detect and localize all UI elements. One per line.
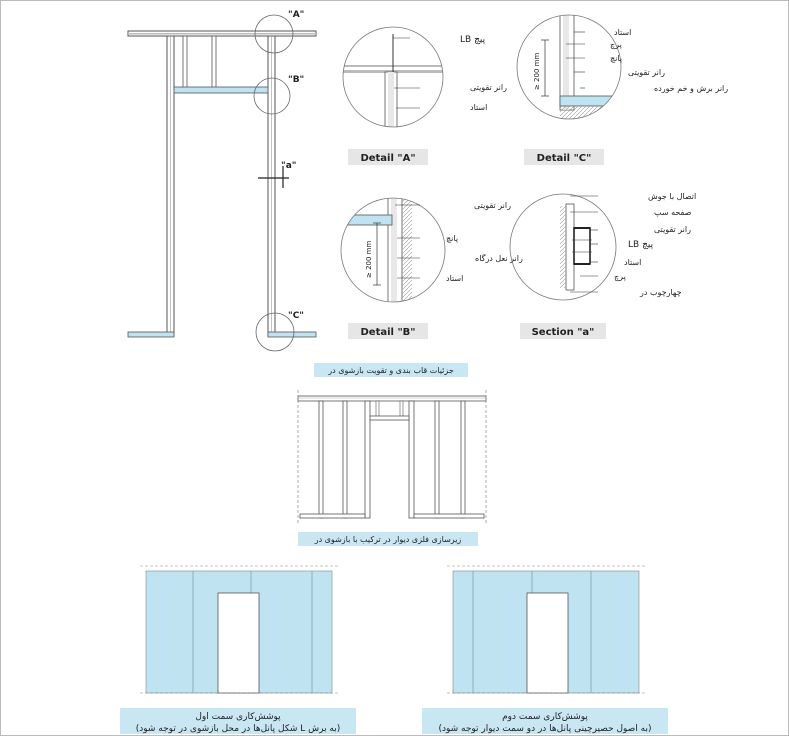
- caption-substructure: زیرسازی فلزی دیوار در ترکیب با بازشوی در: [314, 535, 462, 544]
- detail-a: پیچ LB رانر تقویتی استاد Detail "A": [342, 26, 507, 165]
- cladding-side-2: [447, 565, 645, 694]
- section-a-label-4: استاد: [624, 258, 641, 267]
- caption-framing: جزئیات قاب بندی و تقویت بازشوی در: [327, 366, 454, 375]
- cladding-side-1: [140, 565, 338, 694]
- detail-c-label-0: استاد: [614, 28, 631, 37]
- callout-A: "A": [288, 10, 304, 20]
- caption-substructure-bg: [298, 532, 478, 546]
- detail-b-label-1: پانچ: [446, 234, 458, 243]
- section-a-label-1: صفحه سپ: [654, 208, 692, 217]
- caption-framing-bg: [314, 363, 468, 377]
- main-elevation: "A" "B" "a" "C": [127, 10, 317, 352]
- callout-B: "B": [288, 75, 304, 85]
- caption-side2-bg: [422, 708, 668, 734]
- detail-a-label-screw: پیچ LB: [460, 35, 486, 45]
- caption-side1-line1: پوشش‌کاری سمت اول: [195, 712, 281, 722]
- detail-b: ≥ 200 mm رانر تقویتی پانچ رانر نعل درگاه…: [340, 197, 523, 339]
- detail-b-label-2: رانر نعل درگاه: [475, 253, 523, 263]
- caption-side1-line2: (به برش L شکل پانل‌ها در محل بازشوی در ت…: [136, 724, 341, 734]
- detail-b-label-3: استاد: [446, 274, 463, 283]
- detail-c-label-3: رانر تقویتی: [628, 68, 665, 77]
- section-a-title: Section "a": [532, 327, 595, 338]
- section-a-label-0: اتصال با جوش: [648, 192, 696, 201]
- framed-wall: [297, 390, 487, 524]
- detail-c: ≥ 200 mm استاد پرچ پانچ رانر تقویتی رانر…: [516, 14, 728, 165]
- detail-c-label-4: رانر برش و خم خورده: [654, 84, 728, 93]
- detail-c-label-1: پرچ: [610, 40, 622, 49]
- detail-c-title: Detail "C": [537, 153, 592, 164]
- detail-circle-b: [253, 77, 291, 115]
- detail-c-dimension: ≥ 200 mm: [533, 53, 541, 90]
- detail-c-label-2: پانچ: [610, 54, 622, 63]
- detail-circle-a: [254, 14, 294, 54]
- detail-b-dimension: ≥ 200 mm: [365, 241, 373, 278]
- section-a-label-3: پیچ LB: [628, 240, 654, 250]
- detail-b-label-0: رانر تقویتی: [474, 201, 511, 210]
- detail-a-title: Detail "A": [360, 153, 415, 164]
- detail-circle-c: [255, 312, 295, 352]
- callout-a: "a": [281, 161, 296, 171]
- detail-a-label-runner: رانر تقویتی: [470, 83, 507, 92]
- detail-a-label-stud: استاد: [470, 103, 487, 112]
- caption-side2-line1: پوشش‌کاری سمت دوم: [502, 712, 588, 722]
- caption-side1-bg: [120, 708, 356, 734]
- callout-C: "C": [288, 311, 304, 321]
- section-a: اتصال با جوش صفحه سپ رانر تقویتی پیچ LB …: [509, 192, 696, 339]
- caption-side2-line2: (به اصول حصیرچینی پانل‌ها در دو سمت دیوا…: [438, 724, 651, 734]
- detail-b-title: Detail "B": [361, 327, 416, 338]
- section-a-label-5: پرچ: [614, 272, 626, 281]
- section-a-label-2: رانر تقویتی: [654, 225, 691, 234]
- section-a-label-6: چهارچوب در: [639, 288, 682, 297]
